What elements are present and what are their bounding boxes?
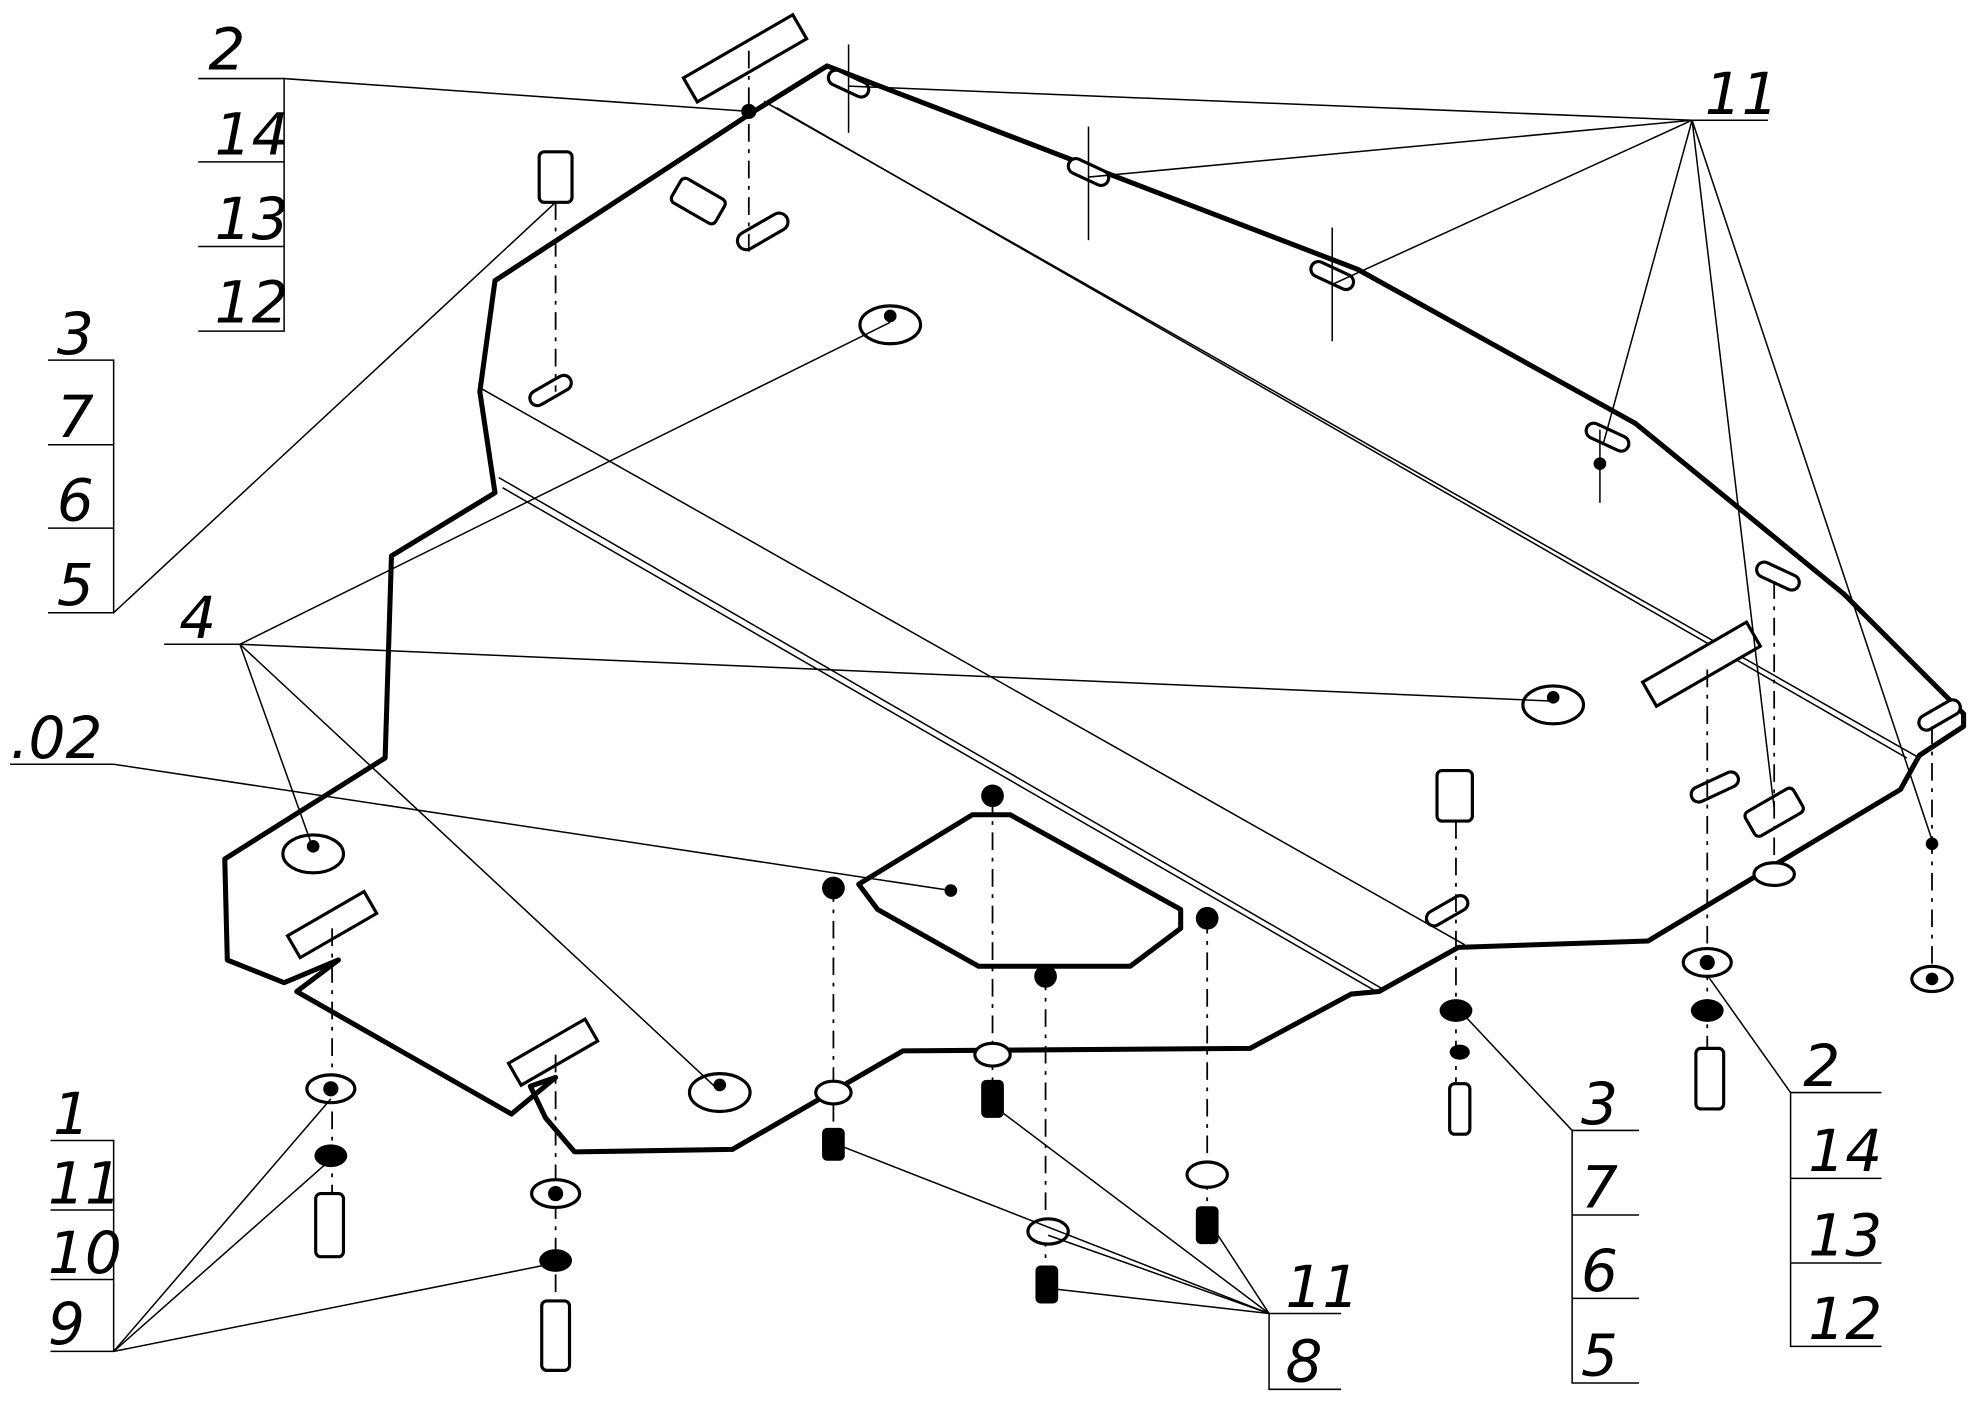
callout-label: 2: [208, 16, 245, 84]
callout-top-left: 2 14 13 12: [198, 16, 749, 336]
callout-bottom-right-a: 3 7 6 5: [1459, 1009, 1640, 1389]
callout-label: 11: [1285, 1253, 1359, 1321]
callout-label: 12: [1808, 1285, 1882, 1353]
callout-label: 9: [48, 1290, 85, 1358]
callout-label: 6: [57, 467, 94, 535]
callout-label: 10: [48, 1219, 122, 1287]
callout-bottom-right-b: 2 14 13 12: [1706, 974, 1882, 1353]
spacers: [537, 150, 1474, 823]
fastener-axes: [331, 44, 1933, 1358]
callout-label: 14: [215, 100, 289, 168]
callout-top-right: 11: [848, 60, 1933, 841]
callout-label: 11: [48, 1150, 122, 1218]
callout-label: 7: [57, 383, 94, 451]
callout-label: 13: [1808, 1201, 1882, 1269]
callout-label: 2: [1803, 1032, 1840, 1100]
mounting-slots: [528, 68, 1962, 928]
callout-bottom-left: 1 11 10 9: [48, 1080, 556, 1358]
nuts-and-bolts: [305, 103, 1954, 1372]
callout-left: 3 7 6 5: [47, 201, 557, 619]
callout-label: 4: [179, 584, 216, 652]
callout-label: 1: [53, 1080, 90, 1148]
callout-label: 5: [1581, 1321, 1618, 1389]
callout-label: .02: [10, 704, 102, 772]
callout-label: 14: [1808, 1117, 1882, 1185]
callout-label: 8: [1285, 1328, 1322, 1396]
rubber-plugs: [281, 304, 1586, 1114]
callout-label: 3: [1581, 1070, 1618, 1138]
callout-02: .02: [10, 704, 951, 892]
callout-bottom-center: 11 8: [833, 1108, 1359, 1396]
access-cutout: [856, 812, 1184, 969]
callout-label: 5: [57, 551, 94, 619]
bend-lines: [481, 100, 1920, 993]
callout-label: 7: [1581, 1153, 1618, 1221]
callout-label: 12: [215, 268, 289, 336]
callout-label: 6: [1581, 1237, 1618, 1305]
callout-label: 11: [1705, 60, 1779, 128]
callout-label: 3: [57, 300, 94, 368]
callout-plugs: 4: [164, 321, 1554, 1090]
mounting-brackets: [285, 12, 1763, 1088]
skid-plate-outline: [222, 63, 1967, 1155]
callout-label: 13: [215, 185, 289, 253]
